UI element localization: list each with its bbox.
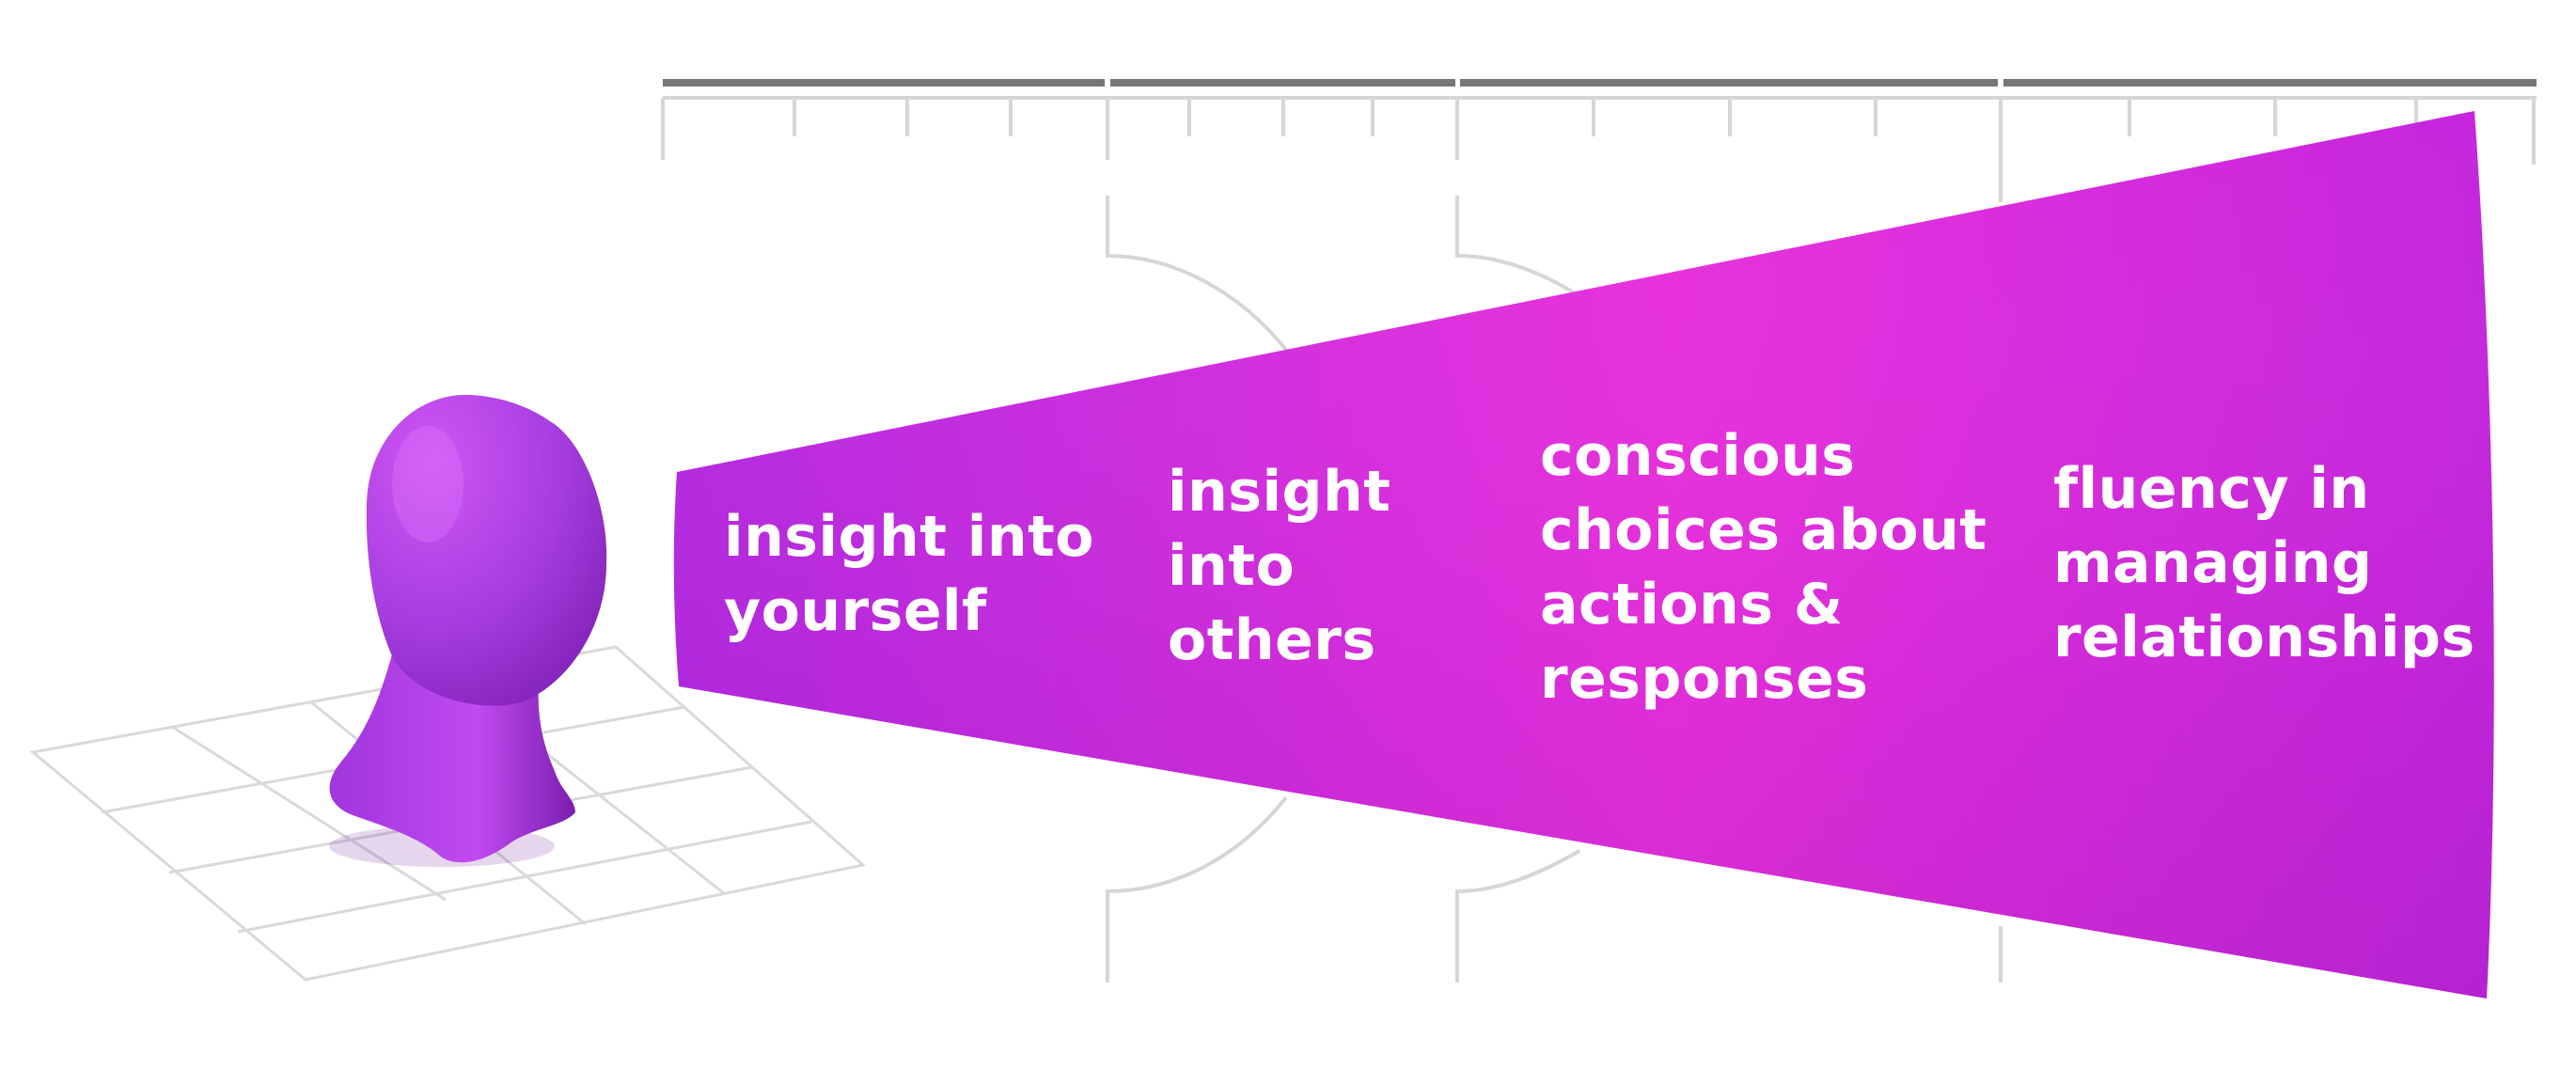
- stage-label-line: relationships: [2053, 605, 2475, 670]
- stage-label-line: responses: [1540, 646, 1869, 712]
- stage-label-line: managing: [2053, 530, 2373, 596]
- expanding-cone: [673, 111, 2494, 999]
- bracket-middle-lower: [1455, 849, 1580, 983]
- ruler-bars: [663, 79, 2537, 87]
- bracket-left: [1106, 196, 1288, 352]
- head-highlight: [392, 426, 463, 543]
- stage-label-line: insight into: [724, 504, 1094, 570]
- stage-label-line: yourself: [724, 578, 987, 644]
- head-skull: [366, 395, 607, 706]
- stage-label-insight-yourself: insight into yourself: [724, 500, 1094, 649]
- bracket-middle: [1455, 196, 1577, 295]
- stage-label-line: actions &: [1540, 572, 1844, 637]
- ruler-ticks: [661, 96, 2537, 983]
- cone-shading: [673, 111, 2494, 999]
- stage-label-line: conscious: [1540, 423, 1856, 489]
- grid-line: [171, 725, 447, 902]
- stage-label-line: fluency in: [2053, 456, 2370, 522]
- stage-label-line: others: [1168, 607, 1376, 673]
- stage-label-fluency-relationships: fluency in managing relationships: [2053, 452, 2475, 675]
- stage-label-line: choices about: [1540, 497, 1987, 563]
- ruler-bar-3: [1460, 79, 1998, 87]
- bracket-left-lower: [1106, 795, 1288, 983]
- ruler-bar-4: [2003, 79, 2537, 87]
- ruler-bar-1: [663, 79, 1105, 87]
- head-icon: [329, 395, 607, 867]
- stage-label-insight-others: insight into others: [1168, 455, 1390, 678]
- stage-label-conscious-choices: conscious choices about actions & respon…: [1540, 419, 1987, 716]
- ruler-bar-2: [1110, 79, 1455, 87]
- stage-label-line: into: [1168, 533, 1296, 599]
- stage-label-line: insight: [1168, 459, 1391, 525]
- grid-line: [237, 820, 812, 934]
